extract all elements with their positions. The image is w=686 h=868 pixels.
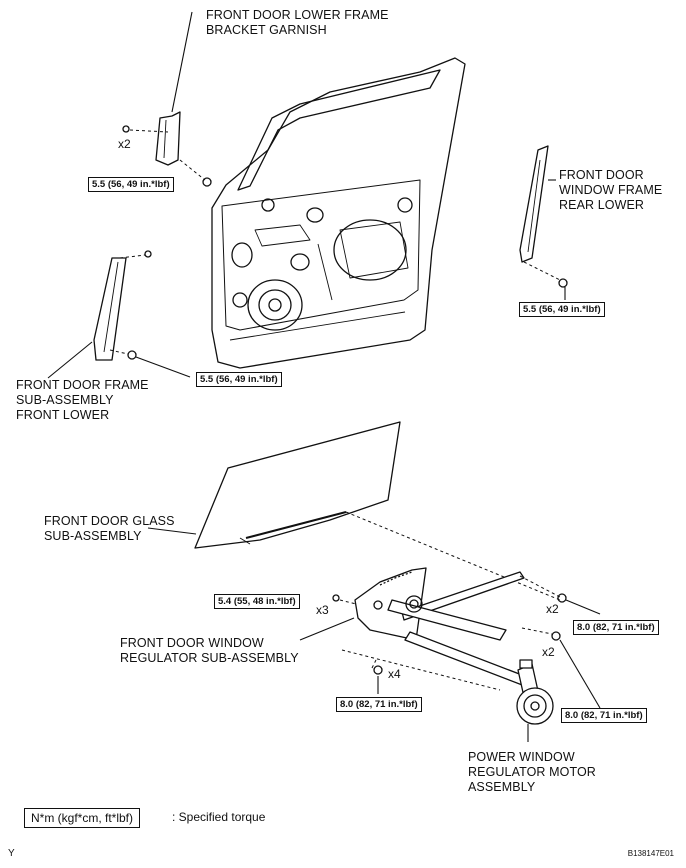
label-frame-front-lower: FRONT DOOR FRAME SUB-ASSEMBLY FRONT LOWE…	[16, 378, 149, 422]
torque-spec-1: 5.5 (56, 49 in.*lbf)	[88, 177, 174, 192]
footer-mark: Y	[8, 848, 15, 859]
torque-spec-5: 8.0 (82, 71 in.*lbf)	[573, 620, 659, 635]
torque-spec-2: 5.5 (56, 49 in.*lbf)	[519, 302, 605, 317]
label-regulator: FRONT DOOR WINDOW REGULATOR SUB-ASSEMBLY	[120, 636, 299, 665]
torque-spec-6: 8.0 (82, 71 in.*lbf)	[336, 697, 422, 712]
regulator-part	[299, 567, 601, 709]
bracket-garnish-part	[122, 11, 212, 187]
figure-code: B138147E01	[627, 849, 674, 858]
label-bracket-garnish: FRONT DOOR LOWER FRAME BRACKET GARNISH	[206, 8, 389, 37]
legend-text: : Specified torque	[172, 810, 266, 824]
quantity-label: x2	[546, 602, 559, 616]
label-window-frame-rear: FRONT DOOR WINDOW FRAME REAR LOWER	[559, 168, 663, 212]
label-motor: POWER WINDOW REGULATOR MOTOR ASSEMBLY	[468, 750, 596, 794]
window-frame-rear-part	[519, 145, 568, 300]
quantity-label: x2	[118, 137, 131, 151]
door-panel	[211, 57, 466, 369]
quantity-label: x2	[542, 645, 555, 659]
frame-front-lower-part	[47, 250, 191, 379]
torque-spec-3: 5.5 (56, 49 in.*lbf)	[196, 372, 282, 387]
label-door-glass: FRONT DOOR GLASS SUB-ASSEMBLY	[44, 514, 175, 543]
torque-spec-7: 8.0 (82, 71 in.*lbf)	[561, 708, 647, 723]
legend-box: N*m (kgf*cm, ft*lbf)	[24, 808, 141, 828]
torque-spec-4: 5.4 (55, 48 in.*lbf)	[214, 594, 300, 609]
quantity-label: x3	[316, 603, 329, 617]
quantity-label: x4	[388, 667, 401, 681]
motor-part	[516, 659, 554, 742]
door-glass-part	[147, 421, 561, 601]
